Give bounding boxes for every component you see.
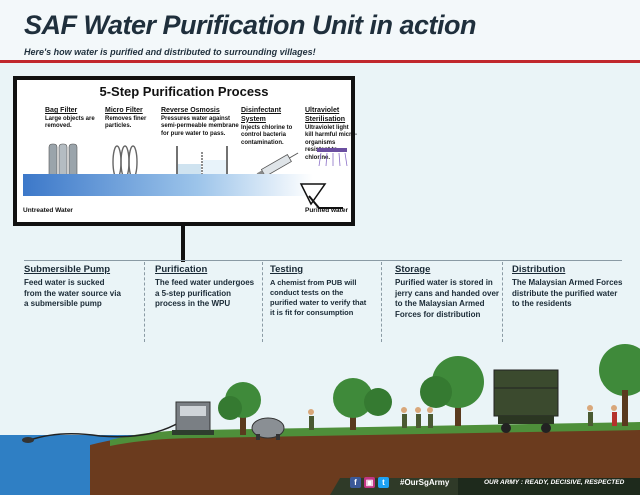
stage-desc: Feed water is sucked from the water sour…: [24, 278, 121, 309]
step-title: Micro Filter: [105, 107, 143, 114]
stage-testing: Testing A chemist from PUB will conduct …: [270, 264, 372, 317]
stage-separator: [262, 262, 263, 342]
step-desc: Removes finer particles.: [105, 115, 147, 130]
stage-separator: [144, 262, 145, 342]
uv-lamp-icon: [317, 148, 348, 167]
stage-desc: A chemist from PUB will conduct tests on…: [270, 278, 367, 317]
military-truck-icon: [493, 369, 559, 433]
untreated-water-label: Untreated Water: [23, 207, 73, 214]
hashtag: #OurSgArmy: [400, 478, 450, 487]
step-title: Disinfectant System: [241, 107, 282, 123]
header-divider: [0, 60, 640, 63]
instagram-icon[interactable]: ▣: [364, 477, 375, 488]
step-desc: Injects chlorine to control bacteria con…: [241, 124, 293, 146]
step-bag-filter: Bag Filter Large objects are removed.: [45, 107, 100, 131]
process-title: 5-Step Purification Process: [99, 84, 269, 99]
twitter-icon[interactable]: t: [378, 477, 389, 488]
step-micro-filter: Micro Filter Removes finer particles.: [105, 107, 155, 131]
step-desc: Pressures water against semi-permeable m…: [161, 115, 239, 137]
stage-baseline: [24, 260, 622, 261]
facebook-icon[interactable]: f: [350, 477, 361, 488]
water-flow-arrow: [23, 174, 343, 209]
step-desc: Large objects are removed.: [45, 115, 95, 130]
stage-separator: [381, 262, 382, 342]
bag-filter-icon: [48, 143, 78, 179]
stage-name: Storage: [395, 264, 431, 275]
step-title: Ultraviolet Sterilisation: [305, 107, 346, 123]
page-title: SAF Water Purification Unit in action: [24, 10, 477, 40]
purified-water-label: Purified water: [305, 207, 348, 214]
stage-name: Purification: [155, 264, 208, 275]
stage-desc: The Malaysian Armed Forces distribute th…: [512, 278, 623, 309]
step-reverse-osmosis: Reverse Osmosis Pressures water against …: [161, 107, 239, 138]
stage-name: Submersible Pump: [24, 264, 111, 275]
header: SAF Water Purification Unit in action He…: [0, 0, 640, 62]
stage-storage: Storage Purified water is stored in jerr…: [395, 264, 503, 320]
stage-submersible-pump: Submersible Pump Feed water is sucked fr…: [24, 264, 124, 310]
landscape-illustration: [0, 344, 640, 495]
pump-hose: [29, 421, 181, 441]
step-title: Bag Filter: [45, 107, 78, 114]
soldiers: [308, 405, 617, 430]
page-subtitle: Here's how water is purified and distrib…: [24, 47, 316, 57]
stage-desc: The feed water undergoes a 5-step purifi…: [155, 278, 255, 309]
purification-unit-icon: [172, 401, 214, 435]
process-connector: [181, 224, 185, 262]
stage-distribution: Distribution The Malaysian Armed Forces …: [512, 264, 627, 310]
stage-purification: Purification The feed water undergoes a …: [155, 264, 255, 310]
footer-band: [330, 478, 640, 495]
ground: [90, 426, 640, 495]
stage-name: Distribution: [512, 264, 566, 275]
step-title: Reverse Osmosis: [161, 107, 220, 114]
trees: [218, 344, 640, 435]
army-motto: OUR ARMY : READY, DECISIVE, RESPECTED: [484, 479, 625, 486]
stage-desc: Purified water is stored in jerry cans a…: [395, 278, 500, 319]
purification-process-panel: 5-Step Purification Process Bag Filter L…: [13, 76, 357, 226]
submersible-pump-icon: [22, 437, 34, 443]
stage-separator: [502, 262, 503, 342]
water-tank-icon: [251, 417, 285, 440]
stage-name: Testing: [270, 264, 304, 275]
step-disinfectant: Disinfectant System Injects chlorine to …: [241, 107, 303, 147]
